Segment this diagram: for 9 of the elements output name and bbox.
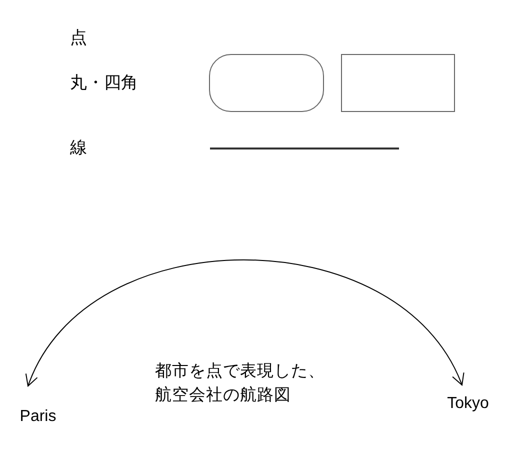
rounded-box (209, 54, 324, 112)
label: 点 (70, 28, 87, 48)
caption: 都市を点で表現した、航空会社の航路図 (155, 361, 326, 406)
label: 丸・四角 (70, 73, 138, 93)
arrow (27, 259, 463, 386)
rectangle-box (341, 54, 455, 112)
label: 線 (70, 138, 87, 158)
city-label: Tokyo (438, 383, 498, 413)
city-label: Paris (8, 396, 68, 426)
